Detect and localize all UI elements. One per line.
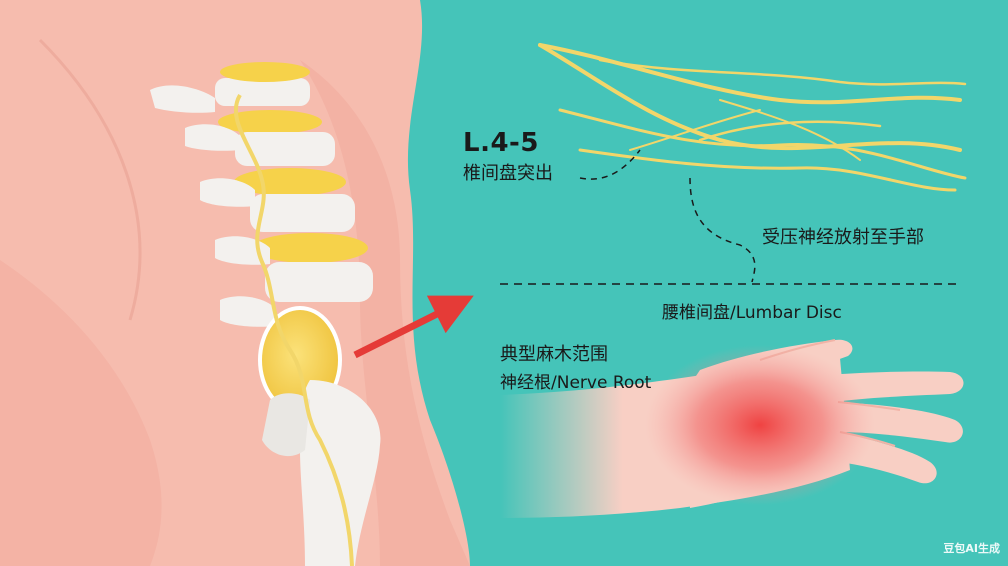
radiation-leader-line <box>689 177 756 283</box>
torso-shade <box>300 60 470 566</box>
radiating-nerve-label: 受压神经放射至手部 <box>762 227 924 248</box>
watermark: 豆包AI生成 <box>943 542 1000 555</box>
disc-1 <box>218 110 322 134</box>
vertebra-2 <box>185 124 335 166</box>
spine <box>150 62 381 566</box>
pointer-arrow <box>353 295 474 359</box>
numbness-range-label: 典型麻木范围 <box>500 344 608 365</box>
numbness-area <box>645 345 875 505</box>
spinal-level-label: L.4-5 <box>463 128 539 158</box>
pelvis-bone <box>262 393 310 457</box>
disc-herniation-label: 椎间盘突出 <box>463 163 553 184</box>
spinal-nerve <box>233 93 354 566</box>
hip-line <box>38 38 142 321</box>
vertebra-3 <box>200 178 355 232</box>
sacrum-bone <box>300 380 381 566</box>
nerve-root-label: 神经根/Nerve Root <box>500 373 652 393</box>
vertebra-5 <box>220 296 275 327</box>
herniation-leader-line <box>579 149 641 180</box>
lumbar-disc-label: 腰椎间盘/Lumbar Disc <box>662 303 842 323</box>
disc-3 <box>252 233 368 263</box>
radiating-nerves <box>538 43 967 192</box>
buttock-shade <box>0 260 162 566</box>
